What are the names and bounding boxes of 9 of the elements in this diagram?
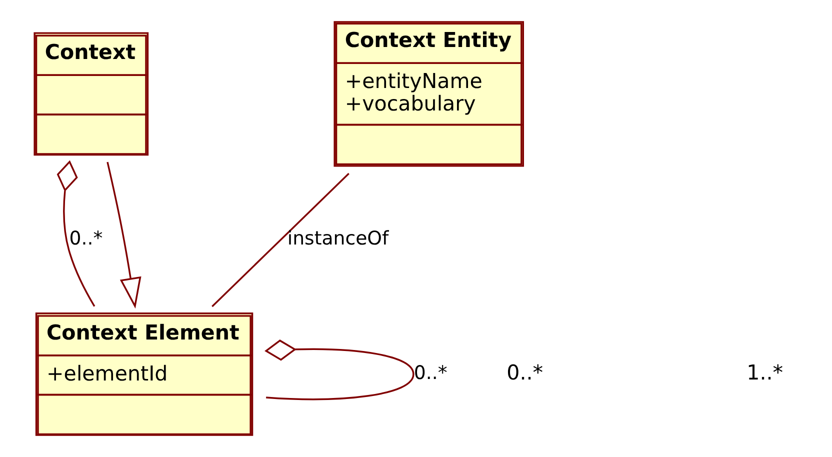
- connector: [264, 340, 414, 400]
- connector: [56, 160, 96, 307]
- arrow: [106, 162, 142, 309]
- edge-label: 0..*: [69, 228, 103, 250]
- connector: [212, 172, 350, 308]
- edge-label: instanceOf: [287, 228, 389, 250]
- edge-label: 0..*: [414, 363, 448, 384]
- label: 1..*: [746, 360, 784, 385]
- label: 0..*: [506, 360, 544, 385]
